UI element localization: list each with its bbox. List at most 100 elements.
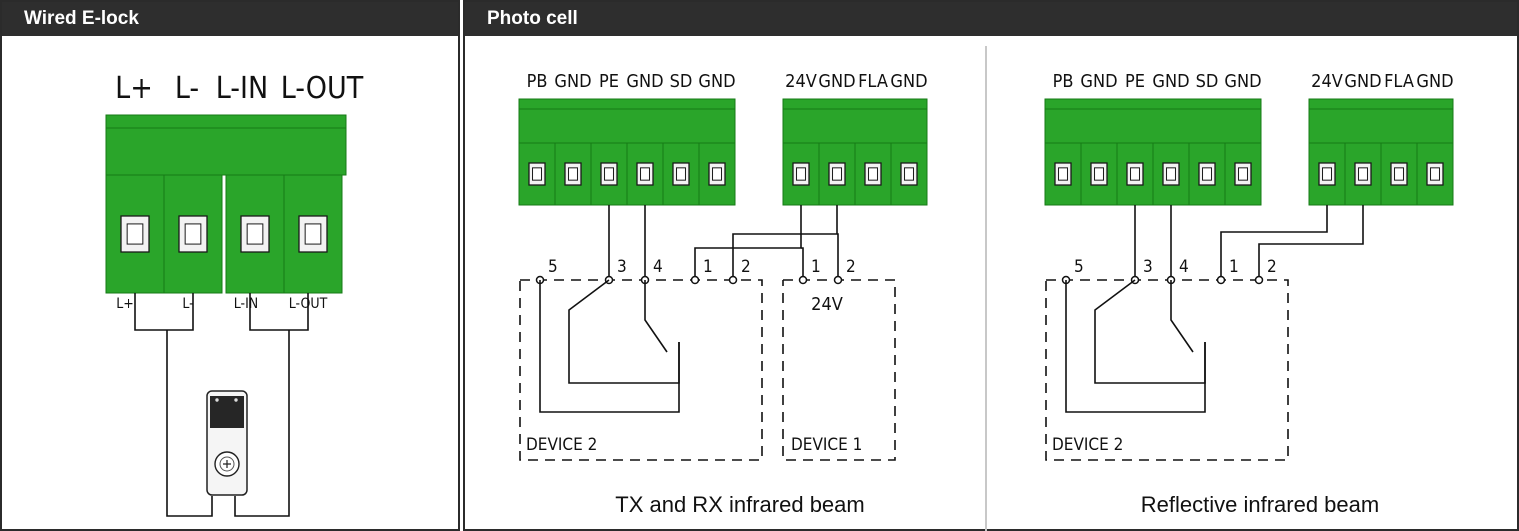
device2-box-0 [519,279,763,461]
wire-to-lock-left [166,330,213,517]
wire-gnd2-526 [1258,205,1364,280]
block1-526-label-2: PE [1125,71,1145,92]
wire-gnd-dev2-0 [732,205,838,280]
block2-0-label-3: GND [890,71,927,92]
elock-device-led-1 [215,398,219,402]
device1-pin-label-1: 2 [846,257,856,277]
block2-526-label-2: FLA [1384,71,1414,92]
block1-526-cell-3-screw-inner [1166,167,1176,181]
block2-526-label-3: GND [1416,71,1453,92]
device2-pin-label-0-0: 5 [548,257,558,277]
device2-contact-a-0 [568,279,680,384]
elock-device-top [210,396,244,428]
block1-0-label-2: PE [599,71,619,92]
block1-0-cell-3-screw-inner [640,167,650,181]
device2-contact-b-0 [539,280,680,413]
device1-voltage-label: 24V [811,294,843,315]
elock-terminal-cell-2-screw-inner [246,223,264,245]
panel-title-wired-elock: Wired E-lock [2,2,458,36]
block2-0-body [782,98,928,144]
block1-0-cell-5-screw-inner [712,167,722,181]
top-label-3: L-OUT [281,71,364,106]
wire-24v-526 [1220,205,1328,280]
block2-526-label-1: GND [1344,71,1381,92]
device2-pin-4-526 [1254,275,1264,285]
device2-pin-label-3-0: 1 [703,257,713,277]
block1-0-body [518,98,736,144]
device2-pin-3-0 [690,275,700,285]
device2-label-526: DEVICE 2 [1052,435,1123,455]
device2-pin-4-0 [728,275,738,285]
block1-526-cell-2-screw-inner [1130,167,1140,181]
wire-24v-dev2-0 [694,205,802,280]
block2-526-cell-0-screw-inner [1322,167,1332,181]
device1-box-0 [782,279,896,461]
device2-pin-label-1-0: 3 [617,257,627,277]
elock-terminal-cell-3-screw-inner [304,223,322,245]
block2-526-body [1308,98,1454,144]
wire-lin-lout [249,293,309,331]
wire-24v-dev1-0 [801,247,804,280]
block2-0-label-0: 24V [785,71,817,92]
top-label-0: L+ [115,71,153,106]
elock-terminal-cell-0-screw-inner [126,223,144,245]
block1-0-label-0: PB [527,71,548,92]
elock-terminal-body [105,114,347,176]
block2-0-label-2: FLA [858,71,888,92]
caption-tx-rx: TX and RX infrared beam [615,492,865,517]
block2-0-label-1: GND [818,71,855,92]
device2-pin-label-2-526: 4 [1179,257,1189,277]
block1-0-label-1: GND [554,71,591,92]
elock-terminal-cell-1-screw-inner [184,223,202,245]
block1-0-cell-4-screw-inner [676,167,686,181]
top-label-1: L- [175,71,199,106]
block2-0-cell-3-screw-inner [904,167,914,181]
wire-lplus-lminus [134,293,194,331]
wire-label-0: L+ [116,296,134,312]
device1-label: DEVICE 1 [791,435,862,455]
device2-switch-0 [644,280,668,353]
device2-label-0: DEVICE 2 [526,435,597,455]
block2-0-cell-0-screw-inner [796,167,806,181]
block1-526-label-0: PB [1053,71,1074,92]
device1-pin-1 [833,275,843,285]
block2-526-label-0: 24V [1311,71,1343,92]
device2-box-526 [1045,279,1289,461]
caption-reflective: Reflective infrared beam [1140,492,1380,517]
block2-526-cell-3-screw-inner [1430,167,1440,181]
device2-pin-label-3-526: 1 [1229,257,1239,277]
block1-526-cell-1-screw-inner [1094,167,1104,181]
block2-0-cell-1-screw-inner [832,167,842,181]
top-label-2: L-IN [216,71,268,106]
block1-526-cell-5-screw-inner [1238,167,1248,181]
block1-0-label-4: SD [670,71,693,92]
block1-526-cell-0-screw-inner [1058,167,1068,181]
device1-pin-0 [798,275,808,285]
block1-0-cell-1-screw-inner [568,167,578,181]
block1-526-cell-4 [1188,142,1226,206]
device2-contact-a-526 [1094,279,1206,384]
panel-title-photo-cell: Photo cell [465,2,1517,36]
device2-contact-b-526 [1065,280,1206,413]
device2-pin-label-4-526: 2 [1267,257,1277,277]
elock-device-led-2 [234,398,238,402]
block1-0-cell-2-screw-inner [604,167,614,181]
block2-0-cell-2-screw-inner [868,167,878,181]
block1-526-label-4: SD [1196,71,1219,92]
block1-0-label-5: GND [698,71,735,92]
block1-526-label-3: GND [1152,71,1189,92]
wire-label-2: L-IN [234,296,258,312]
wire-to-lock-right [234,330,290,517]
device2-pin-label-0-526: 5 [1074,257,1084,277]
device1-pin-label-0: 1 [811,257,821,277]
elock-device-knob-inner [219,456,235,472]
device2-switch-526 [1170,280,1194,353]
block1-0-label-3: GND [626,71,663,92]
block1-526-body [1044,98,1262,144]
device2-pin-label-2-0: 4 [653,257,663,277]
block2-526-cell-1-screw-inner [1358,167,1368,181]
